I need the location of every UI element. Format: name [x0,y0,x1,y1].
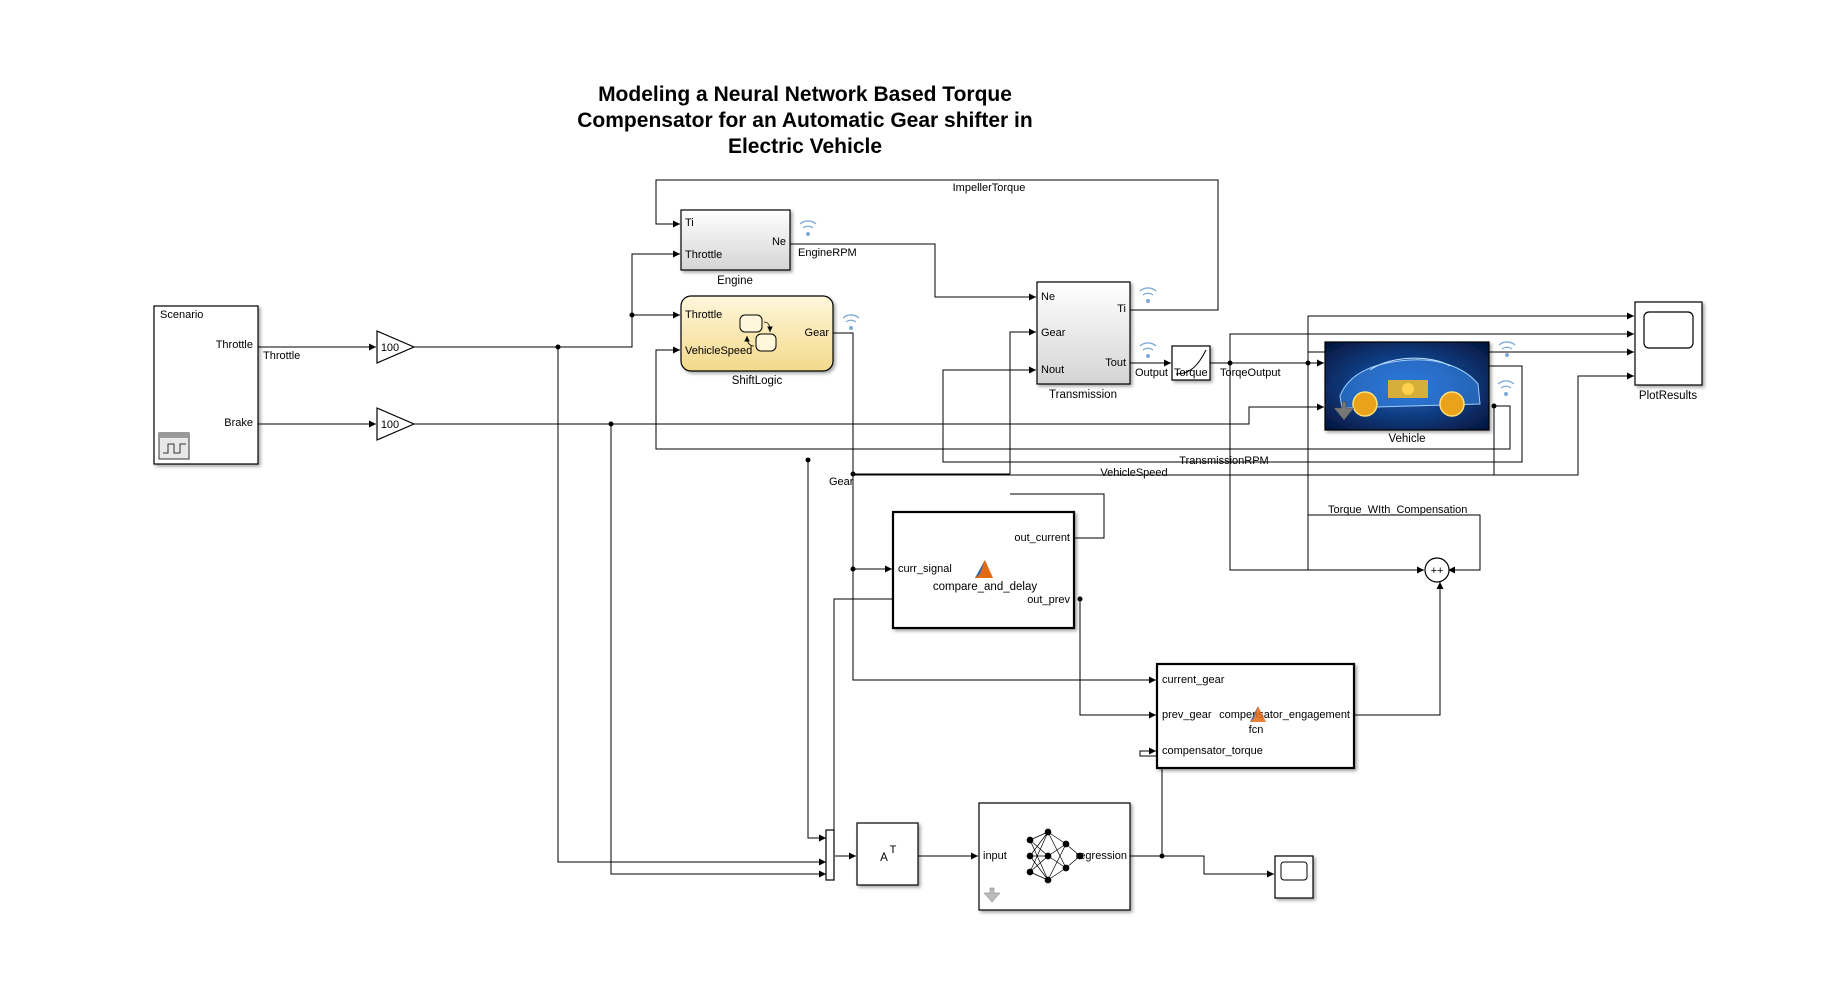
torque-lookup-out-label: Torque [1174,367,1208,379]
title-line-1: Modeling a Neural Network Based Torque [598,83,1012,106]
gain-throttle-block[interactable]: 100 [376,330,416,364]
transmission-port-gear: Gear [1041,327,1066,339]
signal-label-throttle: Throttle [263,350,300,362]
library-link-icon [1333,401,1355,421]
logging-icon [1497,380,1515,396]
compare-port-in: curr_signal [898,563,952,575]
transpose-symbol: A [880,852,888,864]
plotresults-scope[interactable]: PlotResults [1634,301,1703,402]
compare-port-out-current: out_current [1014,532,1070,544]
engine-port-ti: Ti [685,217,694,229]
compare-and-delay-block[interactable]: curr_signal out_current out_prev compare… [891,510,1076,630]
shiftlogic-block[interactable]: Throttle VehicleSpeed Gear ShiftLogic [680,295,834,387]
engine-block[interactable]: Ti Throttle Ne Engine [680,209,791,287]
junction-dots [555,312,1497,859]
output-scope[interactable] [1274,855,1314,899]
shiftlogic-name: ShiftLogic [732,375,783,387]
scenario-port-brake: Brake [224,417,253,429]
logging-icon [842,314,860,330]
signal-label-vehicle-speed: VehicleSpeed [1100,467,1167,479]
neural-network-block[interactable]: input regression [978,802,1131,911]
gain-throttle-value: 100 [381,342,399,354]
matlab-function-icon [975,560,993,578]
sum-signs: ++ [1431,565,1444,577]
gain-brake-block[interactable]: 100 [376,407,416,441]
signal-label-engine-rpm: EngineRPM [798,247,857,259]
signal-label-torque-output: TorqeOutput [1220,367,1281,379]
transmission-name: Transmission [1049,389,1117,401]
plotresults-name: PlotResults [1639,390,1697,402]
engine-port-ne: Ne [772,236,786,248]
scenario-name: Scenario [160,309,203,321]
engine-port-throttle: Throttle [685,249,722,261]
signal-label-impeller-torque: ImpellerTorque [953,182,1026,194]
signal-label-gear: Gear [829,476,854,488]
matlab-function-icon [1250,706,1266,722]
transmission-port-nout: Nout [1041,364,1064,376]
neural-network-icon [1026,828,1084,884]
vehicle-name: Vehicle [1388,433,1425,445]
shiftlogic-port-throttle: Throttle [685,309,722,321]
logging-icon [1139,342,1157,358]
shiftlogic-port-speed: VehicleSpeed [685,345,752,357]
comp-port-compensator-torque: compensator_torque [1162,745,1263,757]
signal-label-torque-comp: Torque_WIth_Compensation [1328,504,1467,516]
compensator-engagement-block[interactable]: current_gear prev_gear compensator_torqu… [1155,662,1356,770]
car-illustration [1339,357,1481,417]
comp-port-current-gear: current_gear [1162,674,1225,686]
comp-port-prev-gear: prev_gear [1162,709,1212,721]
transmission-block[interactable]: Ne Gear Nout Ti Tout Transmission [1036,281,1131,401]
torque-lookup-block[interactable]: Output Torque [1135,345,1211,381]
torque-lookup-in-label: Output [1135,367,1168,379]
transpose-block[interactable]: A T [856,822,919,886]
comp-name: fcn [1249,724,1264,736]
scenario-port-throttle: Throttle [216,339,253,351]
logging-icon [799,220,817,236]
transmission-port-ti: Ti [1117,303,1126,315]
scenario-block[interactable]: Scenario Throttle Brake [153,305,259,465]
compare-name: compare_and_delay [933,581,1037,593]
shiftlogic-port-gear: Gear [805,327,830,339]
nn-port-input: input [983,850,1007,862]
compare-port-out-prev: out_prev [1027,594,1070,606]
signal-builder-icon [158,432,190,460]
library-link-icon [983,887,1001,903]
vehicle-block[interactable]: Vehicle [1324,341,1490,445]
title-line-2: Compensator for an Automatic Gear shifte… [577,109,1033,132]
stateflow-chart-icon [739,314,777,352]
transmission-port-tout: Tout [1105,357,1126,369]
signal-logging-icons [799,220,1516,396]
diagram-title: Modeling a Neural Network Based Torque C… [560,82,1050,160]
gain-brake-value: 100 [381,419,399,431]
signal-lines [258,179,1634,878]
sum-block[interactable]: ++ [1424,557,1450,583]
engine-name: Engine [717,275,753,287]
transpose-superscript: T [890,844,897,856]
logging-icon [1498,341,1516,357]
transmission-port-ne: Ne [1041,291,1055,303]
signal-label-transmission-rpm: TransmissionRPM [1179,455,1268,467]
nn-port-regression: regression [1076,850,1127,862]
title-line-3: Electric Vehicle [727,135,883,158]
comp-port-out: compensator_engagement [1219,709,1350,721]
mux-block[interactable] [825,829,835,881]
logging-icon [1139,287,1157,303]
